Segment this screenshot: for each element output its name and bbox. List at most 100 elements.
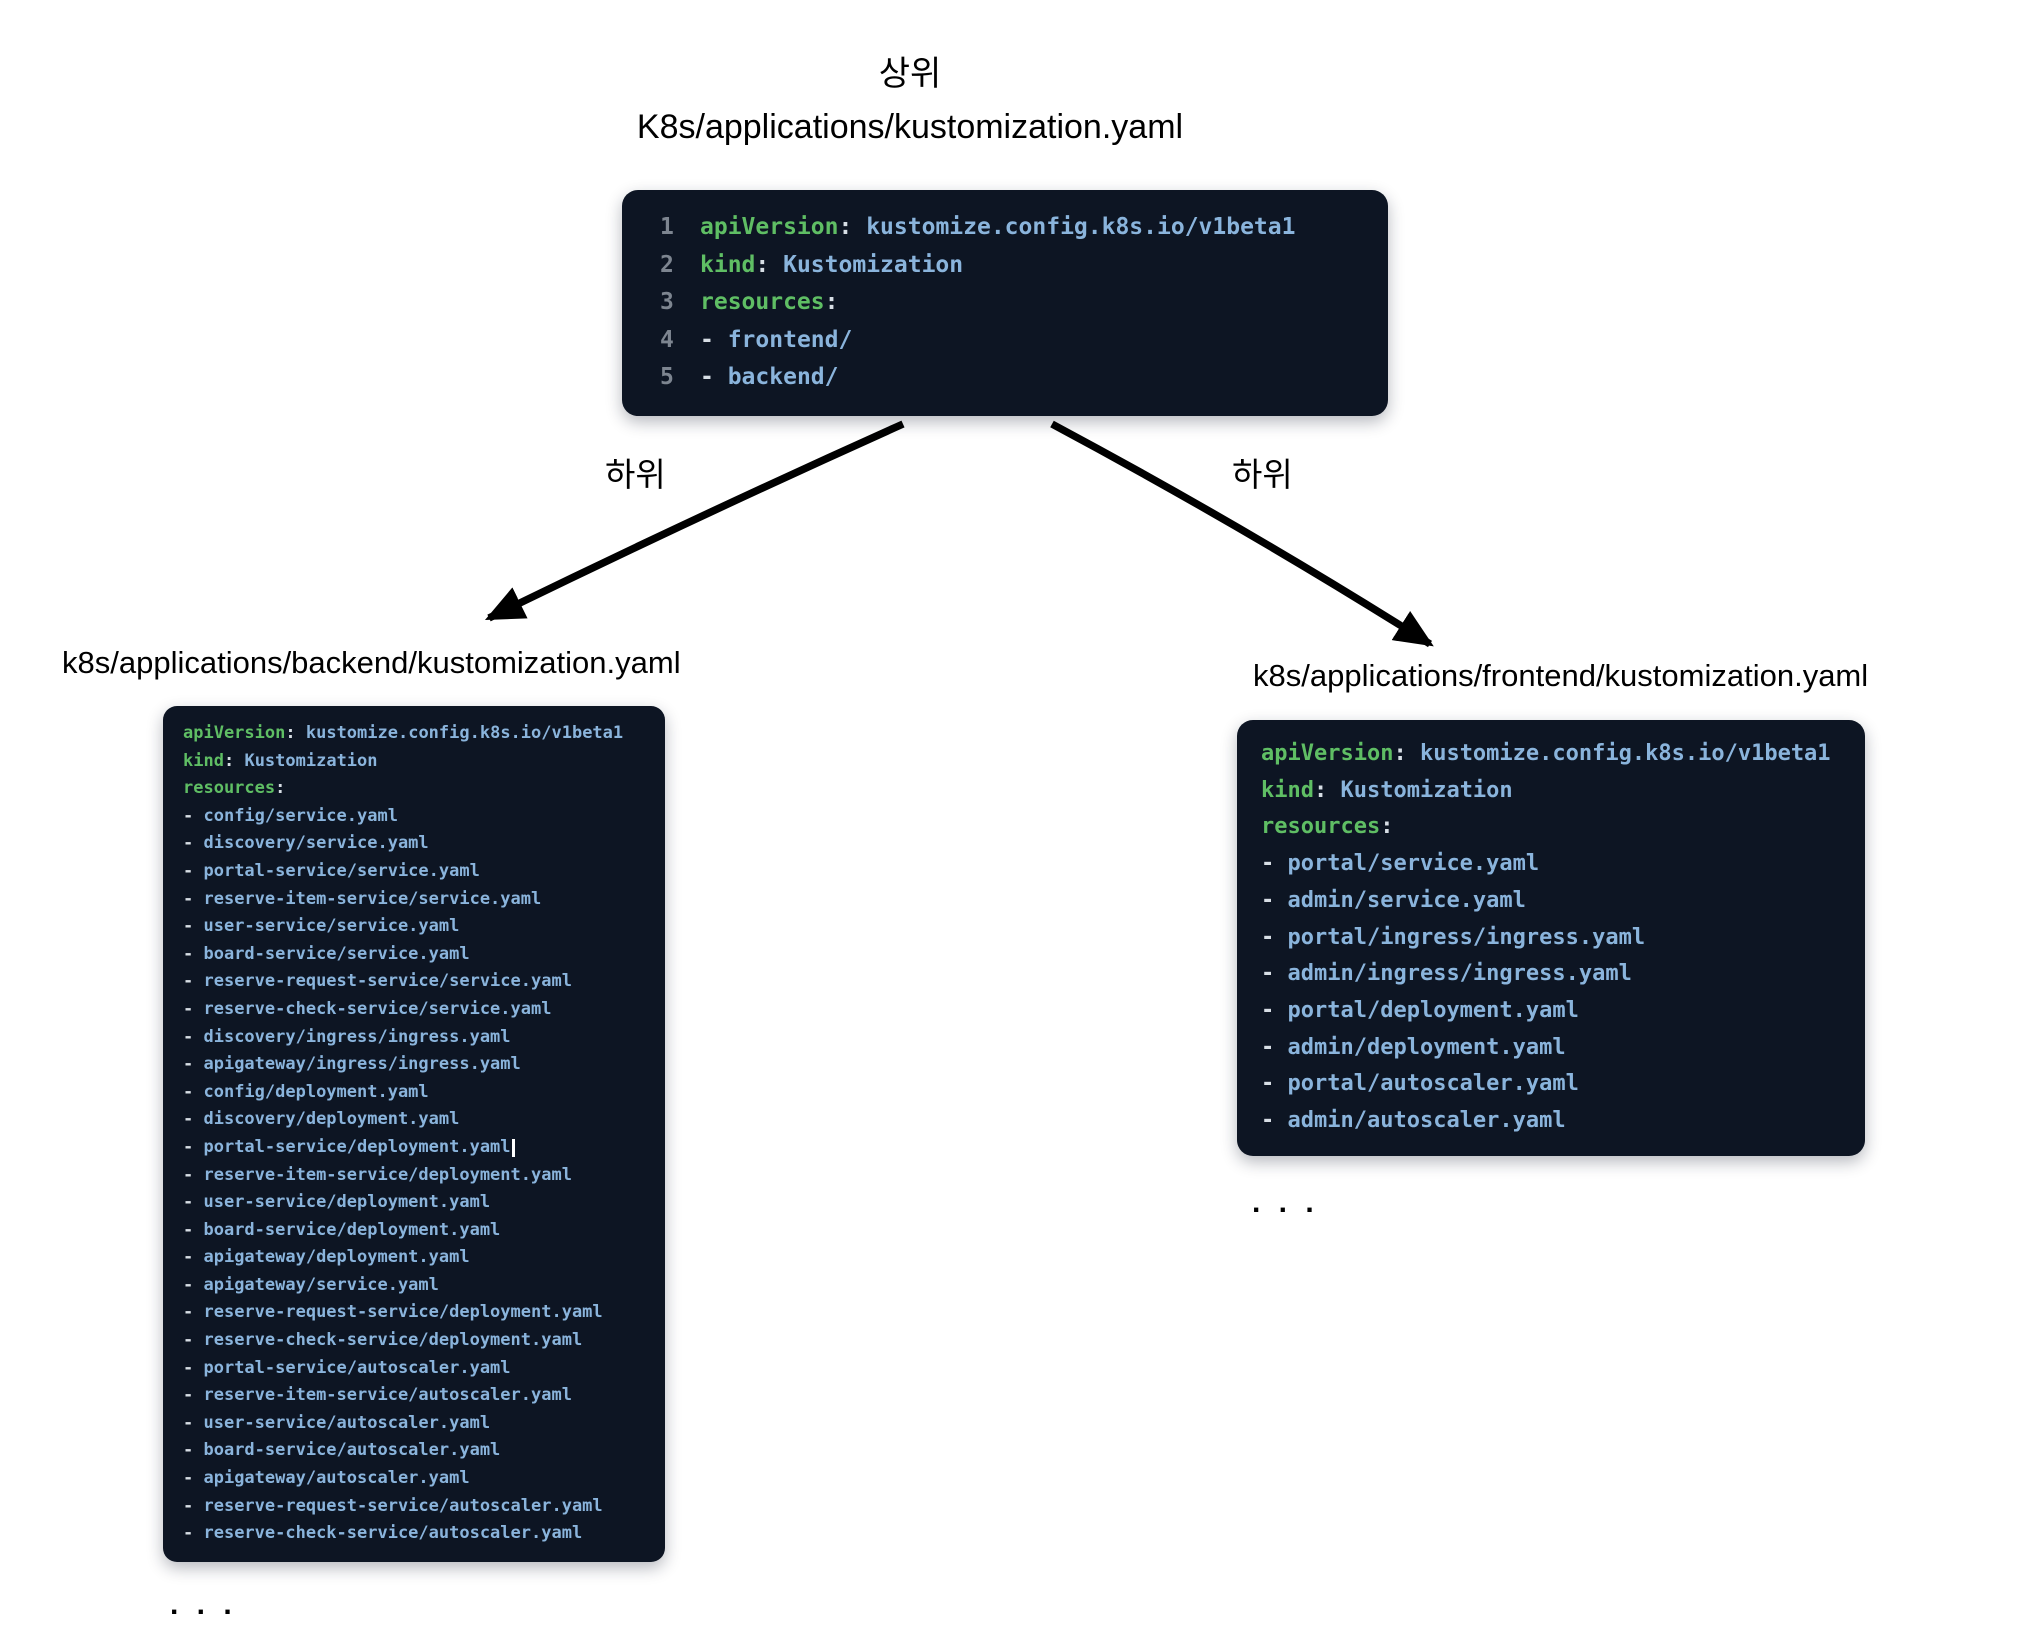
resource-path: portal-service/autoscaler.yaml xyxy=(203,1357,511,1378)
resource-path: portal/deployment.yaml xyxy=(1287,997,1579,1023)
resource-path: portal/autoscaler.yaml xyxy=(1287,1071,1579,1097)
code-line: - portal/service.yaml xyxy=(1261,846,1865,883)
list-dash: - xyxy=(700,364,728,391)
frontend-ellipsis: . . . xyxy=(1252,1186,1319,1219)
code-line: resources: xyxy=(183,775,665,803)
code-line: - discovery/service.yaml xyxy=(183,830,665,858)
resource-path: admin/deployment.yaml xyxy=(1287,1034,1566,1060)
resource-path: portal/service.yaml xyxy=(1287,851,1540,877)
parent-file-title: K8s/applications/kustomization.yaml xyxy=(636,107,1184,146)
resource-path: reserve-item-service/deployment.yaml xyxy=(203,1164,572,1185)
yaml-value: Kustomization xyxy=(783,251,964,278)
code-line: - admin/deployment.yaml xyxy=(1261,1030,1865,1067)
yaml-value: kustomize.config.k8s.io/v1beta1 xyxy=(305,723,624,743)
list-dash: - xyxy=(1261,1108,1288,1134)
code-line: - reserve-item-service/deployment.yaml xyxy=(183,1162,665,1190)
list-dash: - xyxy=(700,326,728,353)
resource-path: portal-service/deployment.yaml xyxy=(203,1136,511,1157)
resource-path: config/service.yaml xyxy=(203,805,398,826)
list-dash: - xyxy=(183,1440,204,1461)
child-arrow-left xyxy=(484,420,905,622)
resource-path: discovery/ingress/ingress.yaml xyxy=(203,1026,511,1047)
code-line: - admin/service.yaml xyxy=(1261,883,1865,920)
code-line: - admin/ingress/ingress.yaml xyxy=(1261,956,1865,993)
backend-ellipsis: . . . xyxy=(170,1588,237,1621)
resource-path: reserve-check-service/autoscaler.yaml xyxy=(203,1523,583,1544)
yaml-key: apiVersion xyxy=(700,214,839,240)
list-dash: - xyxy=(183,1357,204,1378)
code-line: - config/deployment.yaml xyxy=(183,1079,665,1107)
code-line: kind: Kustomization xyxy=(183,748,665,776)
list-dash: - xyxy=(183,998,204,1019)
code-line: - admin/autoscaler.yaml xyxy=(1261,1103,1865,1140)
colon: : xyxy=(824,289,839,316)
resource-path: portal-service/service.yaml xyxy=(203,860,480,881)
parent-kustomization-code[interactable]: 1 apiVersion: kustomize.config.k8s.io/v1b… xyxy=(622,190,1388,416)
list-dash: - xyxy=(183,1385,204,1406)
line-number: 5 xyxy=(660,364,674,391)
resource-path: user-service/autoscaler.yaml xyxy=(203,1412,491,1433)
code-line: - apigateway/deployment.yaml xyxy=(183,1244,665,1272)
backend-kustomization-code[interactable]: apiVersion: kustomize.config.k8s.io/v1be… xyxy=(163,706,665,1562)
colon: : xyxy=(223,750,235,771)
yaml-value: kustomize.config.k8s.io/v1beta1 xyxy=(1419,741,1831,766)
parent-label: 상위 xyxy=(878,55,942,93)
yaml-key: kind xyxy=(1261,777,1314,803)
list-dash: - xyxy=(1261,1034,1288,1060)
code-line: - board-service/autoscaler.yaml xyxy=(183,1437,665,1465)
code-line: - portal/autoscaler.yaml xyxy=(1261,1066,1865,1103)
code-line: - apigateway/autoscaler.yaml xyxy=(183,1465,665,1493)
resource-path: reserve-check-service/service.yaml xyxy=(203,998,552,1019)
list-dash: - xyxy=(1261,961,1288,987)
resource-path: portal/ingress/ingress.yaml xyxy=(1287,924,1646,950)
resource-path: reserve-request-service/autoscaler.yaml xyxy=(203,1495,603,1516)
code-line: - portal-service/deployment.yaml xyxy=(183,1134,665,1162)
resource-path: board-service/autoscaler.yaml xyxy=(203,1440,501,1461)
list-dash: - xyxy=(183,1274,204,1295)
colon: : xyxy=(1380,814,1394,840)
list-dash: - xyxy=(183,1192,204,1213)
code-line: apiVersion: kustomize.config.k8s.io/v1be… xyxy=(1261,736,1865,773)
resource-path: reserve-request-service/deployment.yaml xyxy=(203,1302,603,1323)
frontend-kustomization-code[interactable]: apiVersion: kustomize.config.k8s.io/v1be… xyxy=(1237,720,1865,1156)
code-line: - user-service/autoscaler.yaml xyxy=(183,1410,665,1438)
colon: : xyxy=(285,723,296,743)
code-line: - discovery/deployment.yaml xyxy=(183,1106,665,1134)
code-line: - reserve-check-service/autoscaler.yaml xyxy=(183,1520,665,1548)
list-dash: - xyxy=(1261,851,1288,877)
list-dash: - xyxy=(183,1495,204,1516)
yaml-value: Kustomization xyxy=(244,750,378,771)
line-number: 4 xyxy=(660,326,674,353)
list-dash: - xyxy=(183,1302,204,1323)
resource-path: reserve-check-service/deployment.yaml xyxy=(203,1330,583,1351)
colon: : xyxy=(1313,777,1328,803)
yaml-value: kustomize.config.k8s.io/v1beta1 xyxy=(866,214,1296,240)
list-dash: - xyxy=(183,1330,204,1351)
list-dash: - xyxy=(1261,997,1288,1023)
list-dash: - xyxy=(183,833,204,854)
list-dash: - xyxy=(1261,887,1288,913)
yaml-key: resources xyxy=(700,289,825,316)
yaml-key: kind xyxy=(183,750,224,771)
code-line: apiVersion: kustomize.config.k8s.io/v1be… xyxy=(183,720,665,748)
list-dash: - xyxy=(183,943,204,964)
line-number: 3 xyxy=(660,289,674,316)
code-line: - config/service.yaml xyxy=(183,803,665,831)
colon: : xyxy=(755,251,770,278)
resource-path: admin/service.yaml xyxy=(1287,887,1526,913)
list-dash: - xyxy=(183,860,204,881)
text-cursor xyxy=(511,1139,515,1157)
resource-path: apigateway/ingress/ingress.yaml xyxy=(203,1054,521,1075)
list-dash: - xyxy=(1261,924,1288,950)
yaml-key: kind xyxy=(700,251,756,278)
code-line: - user-service/service.yaml xyxy=(183,913,665,941)
code-line: - reserve-item-service/autoscaler.yaml xyxy=(183,1382,665,1410)
code-line: - board-service/deployment.yaml xyxy=(183,1217,665,1245)
code-line: - apigateway/service.yaml xyxy=(183,1272,665,1300)
code-line: - user-service/deployment.yaml xyxy=(183,1189,665,1217)
code-line: - portal-service/service.yaml xyxy=(183,858,665,886)
line-number: 1 xyxy=(660,214,674,240)
frontend-file-title: k8s/applications/frontend/kustomization.… xyxy=(1253,658,1869,693)
